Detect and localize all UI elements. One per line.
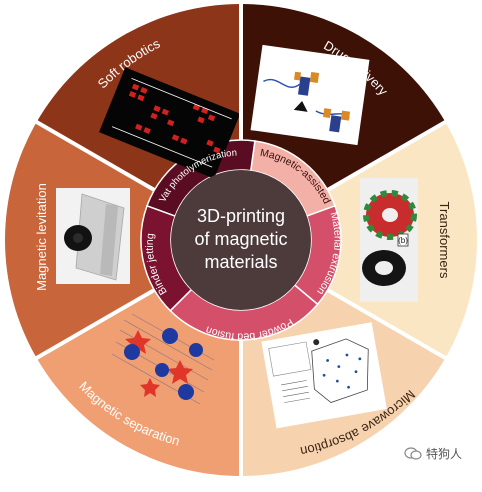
drug-delivery-image bbox=[250, 44, 370, 146]
svg-text:Magnetic levitation: Magnetic levitation bbox=[34, 183, 49, 291]
magnetic-levitation-image bbox=[56, 188, 130, 284]
sector-divider bbox=[326, 119, 449, 192]
label-magnetic-levitation: Magnetic levitation bbox=[34, 183, 49, 291]
soft-robotics-image bbox=[99, 67, 241, 179]
sector-divider bbox=[33, 119, 156, 192]
magnetic-separation-image bbox=[111, 313, 215, 405]
sector-divider bbox=[326, 288, 449, 361]
watermark-text: 特狗人 bbox=[426, 447, 463, 461]
svg-text:Transformers: Transformers bbox=[437, 202, 452, 279]
label-transformers: Transformers bbox=[437, 202, 452, 279]
svg-text:(b): (b) bbox=[398, 236, 408, 245]
microwave-absorption-image bbox=[261, 322, 387, 429]
center-title-line-2: of magnetic bbox=[194, 229, 287, 249]
center-title-line-1: 3D-printing bbox=[197, 206, 285, 226]
sector-divider bbox=[33, 288, 156, 361]
transformers-image: (b) bbox=[360, 178, 418, 302]
watermark: 特狗人 bbox=[404, 445, 462, 462]
center-title-line-3: materials bbox=[204, 252, 277, 272]
center-disc bbox=[171, 170, 311, 310]
chat-bubble-icon bbox=[404, 446, 422, 460]
